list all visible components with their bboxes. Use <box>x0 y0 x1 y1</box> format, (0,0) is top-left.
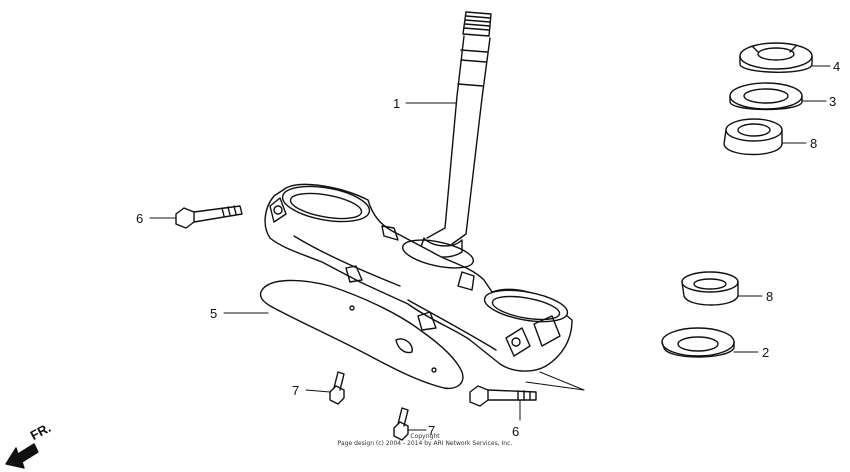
copyright-line-1: Copyright <box>410 433 440 440</box>
pinch-bolt-right-part <box>469 385 537 407</box>
callout-1: 1 <box>393 96 400 111</box>
callout-2: 2 <box>762 345 769 360</box>
lower-bearing-part <box>681 271 739 306</box>
upper-bearing-part <box>723 118 783 156</box>
dust-seal-part <box>729 82 803 111</box>
callout-5: 5 <box>210 306 217 321</box>
steering-stem-part <box>419 11 492 258</box>
cover-bolt-right-part <box>393 407 409 441</box>
callout-6-right: 6 <box>512 424 519 439</box>
copyright-line-2: Page design (c) 2004 - 2014 by ARI Netwo… <box>337 440 513 447</box>
lock-nut-part <box>739 42 813 73</box>
front-direction-arrow <box>5 443 39 469</box>
callout-8-upper: 8 <box>810 136 817 151</box>
callout-4: 4 <box>833 59 840 74</box>
cover-plate-part <box>259 279 464 390</box>
callout-7-right: 7 <box>428 423 435 438</box>
cover-bolt-left-part <box>329 371 345 405</box>
under-bracket <box>264 183 573 372</box>
callout-6-left: 6 <box>136 211 143 226</box>
lower-race-seal-part <box>661 327 735 358</box>
callout-7-left: 7 <box>292 383 299 398</box>
copyright-notice: Copyright Page design (c) 2004 - 2014 by… <box>0 433 850 447</box>
callout-3: 3 <box>829 94 836 109</box>
callout-8-lower: 8 <box>766 289 773 304</box>
pinch-bolt-left-part <box>175 205 243 229</box>
